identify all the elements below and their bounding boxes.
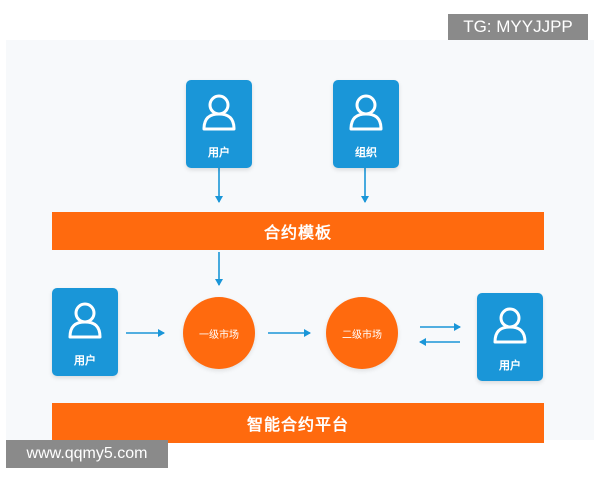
telegram-badge: TG: MYYJJPP [448,14,588,40]
user-card-top: 用户 [186,80,252,168]
user-icon [202,94,236,131]
user-icon [493,307,527,344]
user-card-right-label: 用户 [499,359,521,372]
user-icon [68,302,102,339]
site-watermark: www.qqmy5.com [6,440,168,468]
secondary-market-node: 二级市场 [326,297,398,369]
org-card-top-label: 组织 [355,146,377,159]
user-card-top-label: 用户 [208,146,230,159]
user-card-left-label: 用户 [74,354,96,367]
smart-contract-platform-bar: 智能合约平台 [52,403,544,443]
user-card-left: 用户 [52,288,118,376]
primary-market-node: 一级市场 [183,297,255,369]
user-icon [349,94,383,131]
user-card-right: 用户 [477,293,543,381]
org-card-top: 组织 [333,80,399,168]
contract-template-bar: 合约模板 [52,212,544,250]
